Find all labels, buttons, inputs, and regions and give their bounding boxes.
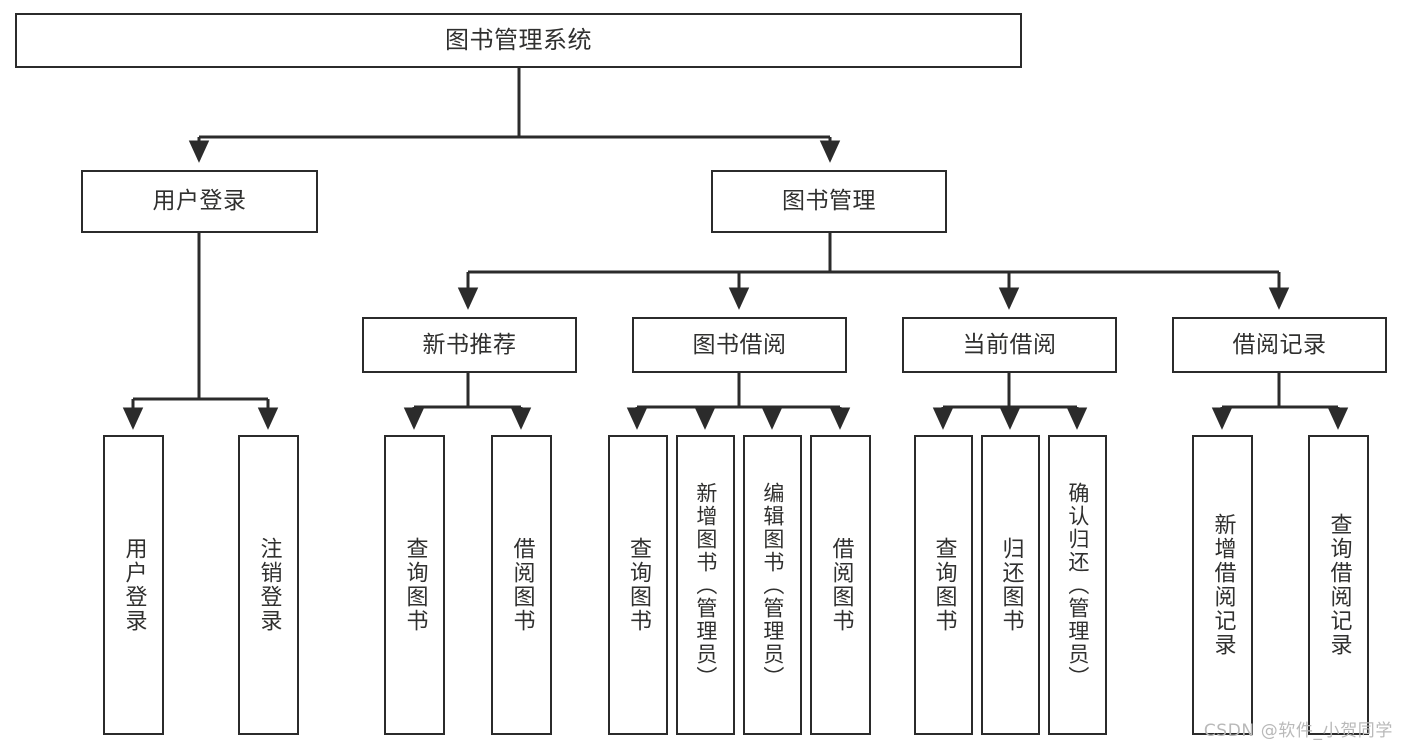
watermark-text: CSDN @软件_小贺同学 bbox=[1203, 721, 1393, 741]
node-label: 用户登录 bbox=[121, 537, 147, 633]
leaf-add-borrow-record[interactable]: 新增借阅记录 bbox=[1192, 435, 1253, 735]
node-label: 借阅图书 bbox=[509, 537, 535, 633]
node-new-book-recommend[interactable]: 新书推荐 bbox=[362, 317, 577, 373]
node-book-manage[interactable]: 图书管理 bbox=[711, 170, 947, 233]
node-label: 图书管理系统 bbox=[445, 25, 592, 54]
node-label: 新增图书（管理员） bbox=[693, 481, 718, 689]
leaf-borrow-book-recommend[interactable]: 借阅图书 bbox=[491, 435, 552, 735]
node-label: 编辑图书（管理员） bbox=[760, 481, 785, 689]
leaf-borrow-book[interactable]: 借阅图书 bbox=[810, 435, 871, 735]
leaf-query-book-current[interactable]: 查询图书 bbox=[914, 435, 973, 735]
node-label: 查询图书 bbox=[402, 537, 428, 633]
leaf-add-book[interactable]: 新增图书（管理员） bbox=[676, 435, 735, 735]
node-label: 查询图书 bbox=[931, 537, 957, 633]
leaf-user-login[interactable]: 用户登录 bbox=[103, 435, 164, 735]
node-current-borrow[interactable]: 当前借阅 bbox=[902, 317, 1117, 373]
leaf-edit-book[interactable]: 编辑图书（管理员） bbox=[743, 435, 802, 735]
leaf-query-book-borrow[interactable]: 查询图书 bbox=[608, 435, 668, 735]
leaf-return-book[interactable]: 归还图书 bbox=[981, 435, 1040, 735]
node-book-borrow[interactable]: 图书借阅 bbox=[632, 317, 847, 373]
node-label: 借阅图书 bbox=[828, 537, 854, 633]
node-label: 注销登录 bbox=[256, 537, 282, 633]
node-label: 图书借阅 bbox=[692, 331, 787, 358]
node-user-login[interactable]: 用户登录 bbox=[81, 170, 318, 233]
node-label: 归还图书 bbox=[998, 537, 1024, 633]
node-label: 新书推荐 bbox=[422, 331, 517, 358]
leaf-logout-login[interactable]: 注销登录 bbox=[238, 435, 299, 735]
leaf-query-borrow-record[interactable]: 查询借阅记录 bbox=[1308, 435, 1369, 735]
leaf-query-book-recommend[interactable]: 查询图书 bbox=[384, 435, 445, 735]
node-label: 当前借阅 bbox=[962, 331, 1057, 358]
leaf-confirm-return[interactable]: 确认归还（管理员） bbox=[1048, 435, 1107, 735]
node-label: 借阅记录 bbox=[1232, 331, 1327, 358]
node-borrow-record[interactable]: 借阅记录 bbox=[1172, 317, 1387, 373]
node-label: 新增借阅记录 bbox=[1210, 513, 1236, 657]
node-label: 查询图书 bbox=[625, 537, 651, 633]
node-label: 查询借阅记录 bbox=[1326, 513, 1352, 657]
node-label: 用户登录 bbox=[152, 188, 247, 215]
node-label: 图书管理 bbox=[782, 188, 876, 215]
node-root-system[interactable]: 图书管理系统 bbox=[15, 13, 1022, 68]
node-label: 确认归还（管理员） bbox=[1065, 481, 1090, 689]
